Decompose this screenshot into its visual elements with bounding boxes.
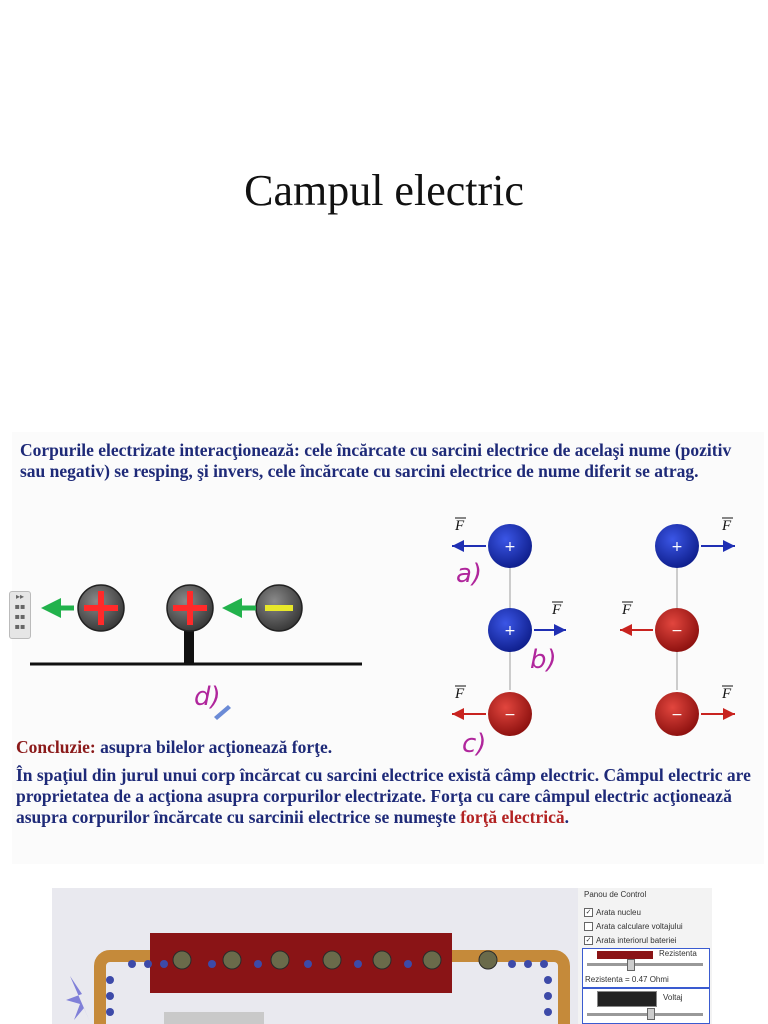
resistance-value: Rezistenta = 0.47 Ohmi	[585, 975, 669, 984]
svg-text:−: −	[671, 707, 683, 723]
checkbox-icon[interactable]: ✓	[584, 908, 593, 918]
force-label: F	[454, 686, 465, 702]
pen-cursor-icon	[214, 705, 231, 720]
force-label: F	[621, 602, 632, 618]
conclusion-label: Concluzie:	[16, 737, 96, 757]
charge-bottom-right-negative: −	[655, 692, 699, 736]
svg-text:+: +	[504, 623, 516, 639]
svg-text:+: +	[671, 539, 683, 555]
conclusion-text: asupra bilelor acţionează forţe.	[95, 737, 333, 757]
control-panel-title: Panou de Control	[584, 890, 647, 899]
battery-simulation-canvas[interactable]	[52, 888, 712, 1024]
option-show-battery-interior[interactable]: ✓Arata interiorul bateriei	[584, 936, 677, 946]
handwritten-c: c)	[462, 729, 486, 759]
resistance-box: Rezistenta Rezistenta = 0.47 Ohmi	[582, 948, 710, 988]
voltage-label: Voltaj	[663, 993, 683, 1002]
control-panel: Panou de Control ✓Arata nucleu Arata cal…	[578, 888, 712, 1024]
body-highlight: forţă electrică	[460, 807, 565, 827]
body-paragraph: În spaţiul din jurul unui corp încărcat …	[16, 765, 756, 828]
body-text: În spaţiul din jurul unui corp încărcat …	[16, 765, 751, 827]
page-title: Campul electric	[244, 166, 524, 215]
option-show-nucleus[interactable]: ✓Arata nucleu	[584, 908, 641, 918]
voltage-slider-handle[interactable]	[647, 1008, 655, 1020]
force-label: F	[551, 602, 562, 618]
conclusion-line: Concluzie: asupra bilelor acţionează for…	[16, 737, 332, 758]
ball-left-positive	[77, 584, 125, 632]
voltage-slider[interactable]	[587, 1013, 703, 1016]
charge-b-positive: +	[488, 608, 532, 652]
ball-middle-positive	[166, 584, 214, 632]
option-show-voltage-calc[interactable]: Arata calculare voltajului	[584, 922, 683, 932]
charge-a-positive: +	[488, 524, 532, 568]
force-label: F	[721, 686, 732, 702]
ball-right-negative	[255, 584, 303, 632]
resistance-slider[interactable]	[587, 963, 703, 966]
side-control-tab[interactable]: ▸▸▪▪▪▪▪▪	[9, 591, 31, 639]
checkbox-icon[interactable]	[584, 922, 593, 932]
force-label: F	[454, 518, 465, 534]
handwritten-b: b)	[530, 645, 557, 675]
charge-middle-right-negative: −	[655, 608, 699, 652]
pinwheel-icon	[66, 976, 90, 1022]
stand-post	[184, 628, 194, 664]
handwritten-d: d)	[194, 682, 221, 712]
force-label: F	[721, 518, 732, 534]
svg-text:−: −	[504, 707, 516, 723]
charge-c-negative: −	[488, 692, 532, 736]
handwritten-a: a)	[456, 559, 482, 589]
voltage-box: Voltaj	[582, 988, 710, 1024]
charge-top-right-positive: +	[655, 524, 699, 568]
svg-text:+: +	[504, 539, 516, 555]
battery-icon	[597, 991, 657, 1007]
slide-image	[12, 432, 764, 864]
body-end: .	[564, 807, 570, 827]
svg-text:−: −	[671, 623, 683, 639]
intro-paragraph: Corpurile electrizate interacţionează: c…	[20, 440, 732, 481]
checkbox-icon[interactable]: ✓	[584, 936, 593, 946]
resistor-icon	[597, 951, 653, 959]
resistance-label: Rezistenta	[659, 949, 697, 958]
resistance-slider-handle[interactable]	[627, 959, 635, 971]
